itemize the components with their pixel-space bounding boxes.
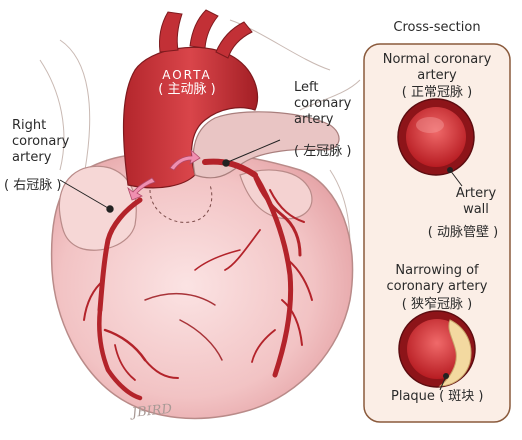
normal-artery-section	[397, 98, 475, 176]
left-coronary-line-2: coronary	[294, 96, 352, 111]
aorta-label: AORTA	[152, 67, 222, 83]
left-coronary-artery	[194, 158, 313, 378]
artist-signature: JBIRD	[128, 402, 173, 421]
artery-wall-label: Artery wall	[446, 186, 506, 218]
aortic-branches	[159, 9, 253, 59]
right-coronary-line-2: coronary	[12, 134, 70, 149]
left-coronary-label-cn: ( 左冠脉 )	[294, 144, 352, 159]
right-atrium	[58, 165, 137, 251]
aortic-root-dashed	[149, 184, 213, 223]
left-coronary-line-3: artery	[294, 112, 334, 127]
normal-artery-line-1: Normal coronary	[382, 52, 492, 67]
right-coronary-label: Right coronary artery	[12, 118, 69, 166]
leader-lines	[59, 139, 281, 213]
normal-artery-label-cn: ( 正常冠脉 )	[401, 85, 473, 100]
right-coronary-artery	[83, 197, 223, 401]
narrowing-line-1: Narrowing of	[395, 263, 479, 278]
normal-artery-line-2: artery	[417, 68, 457, 83]
right-coronary-line-3: artery	[12, 150, 52, 165]
narrowing-line-2: coronary artery	[386, 279, 488, 294]
flow-arrow-right	[127, 177, 156, 201]
narrowing-label-cn: ( 狭窄冠脉 )	[401, 297, 473, 312]
narrowed-artery-section	[398, 310, 476, 388]
plaque-label-en: Plaque	[391, 389, 435, 404]
plaque-deposit	[438, 319, 472, 387]
artery-wall-label-cn: ( 动脉管壁 )	[427, 225, 499, 240]
aorta-label-en: AORTA	[162, 68, 212, 82]
right-coronary-line-1: Right	[12, 118, 47, 133]
aorta-label-cn: ( 主动脉 )	[158, 82, 216, 97]
plaque-label-cn: ( 斑块 )	[439, 389, 484, 404]
cross-section-title: Cross-section	[393, 20, 481, 35]
artery-wall-leader	[449, 169, 463, 187]
left-coronary-label: Left coronary artery	[294, 80, 351, 128]
right-coronary-label-cn: ( 右冠脉 )	[4, 178, 62, 193]
artery-wall-dot	[447, 167, 453, 173]
left-coronary-line-1: Left	[294, 80, 319, 95]
flow-arrow-left	[169, 148, 201, 171]
normal-artery-label: Normal coronary artery	[368, 52, 506, 84]
artery-wall-line-2: wall	[463, 202, 489, 217]
plaque-dot	[443, 373, 449, 379]
plaque-label: Plaque ( 斑块 )	[391, 389, 483, 405]
artery-wall-line-1: Artery	[455, 186, 497, 201]
narrowing-label: Narrowing of coronary artery	[368, 263, 506, 295]
